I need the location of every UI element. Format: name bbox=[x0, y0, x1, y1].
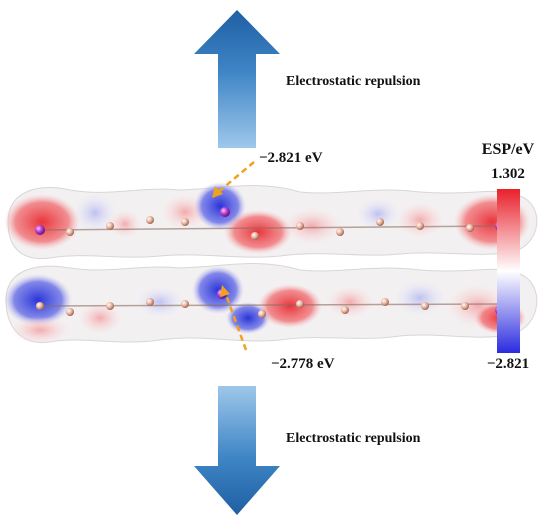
colorbar-title: ESP/eV bbox=[481, 141, 535, 158]
top-value-pointer bbox=[212, 161, 255, 198]
upper-molecule-surface bbox=[4, 182, 538, 260]
colorbar-min-label: −2.821 bbox=[486, 356, 530, 372]
colorbar bbox=[497, 189, 520, 353]
colorbar-max-label: 1.302 bbox=[491, 166, 525, 182]
top-esp-value: −2.821 eV bbox=[259, 150, 323, 166]
lower-molecule-surface bbox=[4, 263, 538, 344]
top-repulsion-label: Electrostatic repulsion bbox=[286, 74, 421, 89]
upward-arrow bbox=[194, 10, 280, 148]
downward-arrow bbox=[194, 386, 280, 515]
bottom-esp-value: −2.778 eV bbox=[271, 356, 335, 372]
bottom-value-pointer bbox=[220, 285, 248, 351]
bottom-repulsion-label: Electrostatic repulsion bbox=[286, 431, 421, 446]
